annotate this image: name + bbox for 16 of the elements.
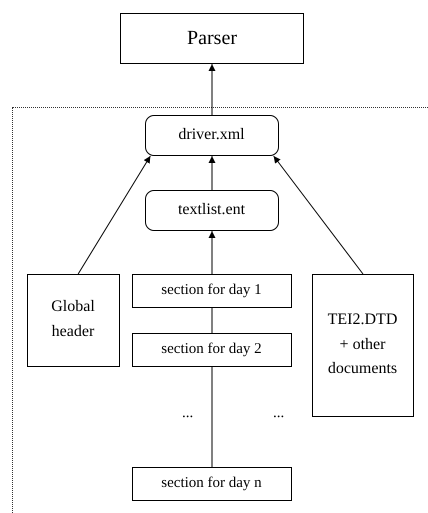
document-box: section for day n [132,466,292,500]
arrow [78,156,151,274]
document-box: Parser [120,13,304,64]
document-box: section for day 2 [132,332,292,366]
document-box: TEI2.DTD + other documents [312,274,414,416]
document-box: section for day 1 [132,274,292,308]
ellipsis-label: ... [273,405,284,422]
file-box: driver.xml [144,114,278,156]
arrow [208,64,216,116]
file-box: textlist.ent [144,190,278,230]
dotted-group-frame [12,107,428,513]
arrow [273,156,364,274]
document-box: Global header [26,274,120,366]
arrow [208,156,216,190]
arrow [208,230,216,274]
ellipsis-label: ... [182,405,194,422]
